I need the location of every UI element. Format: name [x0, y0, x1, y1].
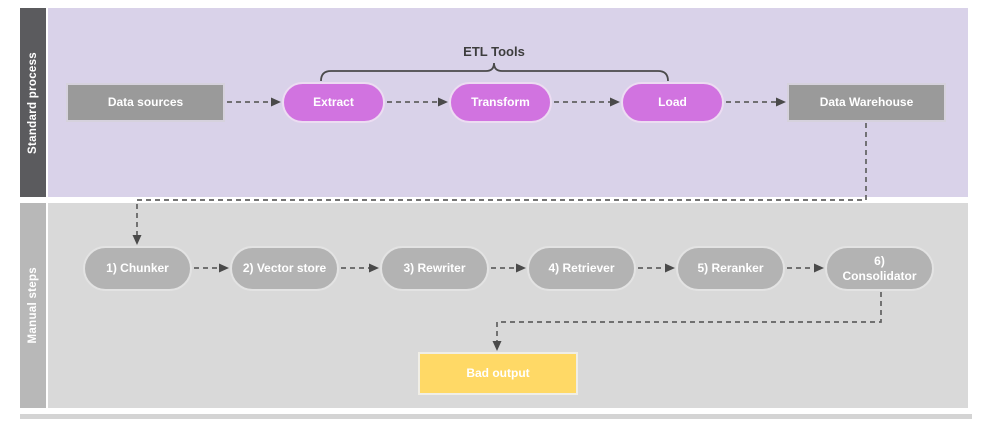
node-extract: Extract: [282, 82, 385, 123]
node-load: Load: [621, 82, 724, 123]
node-chunker: 1) Chunker: [83, 246, 192, 291]
standard-process-lane-label-bar: Standard process: [20, 8, 46, 197]
manual-steps-lane-label-bar: Manual steps: [20, 203, 46, 408]
etl-tools-bracket-label: ETL Tools: [463, 44, 525, 59]
standard-process-lane-label: Standard process: [27, 51, 39, 154]
node-retriever: 4) Retriever: [527, 246, 636, 291]
node-transform: Transform: [449, 82, 552, 123]
collapsed-lane-strip: [20, 414, 972, 419]
node-data-warehouse: Data Warehouse: [787, 83, 946, 122]
node-data-sources: Data sources: [66, 83, 225, 122]
node-consolidator: 6) Consolidator: [825, 246, 934, 291]
node-bad-output: Bad output: [418, 352, 578, 395]
manual-steps-lane-label: Manual steps: [27, 267, 39, 344]
node-vector-store: 2) Vector store: [230, 246, 339, 291]
node-reranker: 5) Reranker: [676, 246, 785, 291]
node-rewriter: 3) Rewriter: [380, 246, 489, 291]
